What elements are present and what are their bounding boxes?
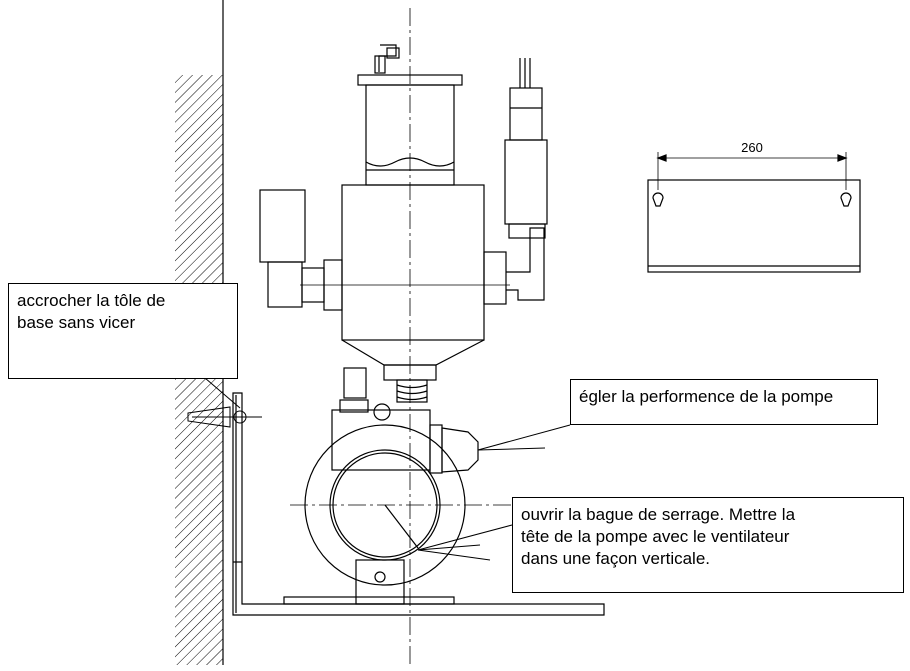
keyhole-left (652, 192, 664, 207)
leader-adjust-2 (477, 447, 546, 451)
mounting-plate-outline (647, 179, 861, 273)
leader-adjust-1 (477, 424, 571, 451)
sensor-body (504, 139, 548, 225)
air-vent-elbow (378, 44, 397, 72)
dimension-label: 260 (741, 140, 763, 155)
solenoid-valve (259, 189, 343, 311)
leader-clamp-3 (417, 549, 491, 561)
pump-screw (373, 403, 391, 421)
solenoid-coil (259, 189, 306, 263)
right-flange (483, 251, 507, 305)
pump-head (290, 367, 520, 605)
adjust-knob (441, 427, 479, 473)
sensor-nut (508, 223, 546, 239)
housing-break-line (365, 157, 455, 167)
base-plate-outline (232, 392, 605, 616)
callout-hang-base-plate: accrocher la tôle de base sans vicer (8, 283, 238, 379)
pump-side-plate (429, 424, 443, 474)
body-cone (341, 339, 485, 366)
callout-adjust-pump: égler la performence de la pompe (570, 379, 878, 425)
leader-base-plate (204, 377, 241, 409)
air-vent-fitting (374, 55, 386, 74)
leader-lines (204, 377, 571, 561)
pump-connector (343, 367, 367, 399)
sensor-gland (509, 87, 543, 141)
air-vent-cap (386, 47, 400, 59)
clamp-lever (384, 504, 419, 549)
callout-open-clamp: ouvrir la bague de serrage. Mettre la tê… (512, 497, 904, 593)
pump-foot-plate (283, 596, 455, 605)
keyhole-right (840, 192, 852, 207)
dim-arrows (656, 154, 848, 162)
pump-housing-block (331, 409, 431, 471)
mounting-plate-detail (647, 152, 861, 273)
body-block (341, 184, 485, 341)
pump-foot-hole (374, 571, 386, 583)
sensor-assembly (483, 58, 548, 305)
anchor-body (187, 406, 231, 428)
leader-clamp-1 (417, 524, 513, 551)
wall-anchor (187, 406, 262, 428)
leader-clamp-2 (417, 544, 481, 551)
top-housing (357, 44, 463, 186)
solenoid-body (267, 261, 303, 308)
right-elbow-pipe (506, 227, 545, 301)
coupling-threads (396, 384, 428, 401)
pump-connector-base (339, 399, 369, 413)
left-flange (323, 259, 343, 311)
pump-foot (355, 559, 405, 605)
main-body (300, 184, 510, 403)
